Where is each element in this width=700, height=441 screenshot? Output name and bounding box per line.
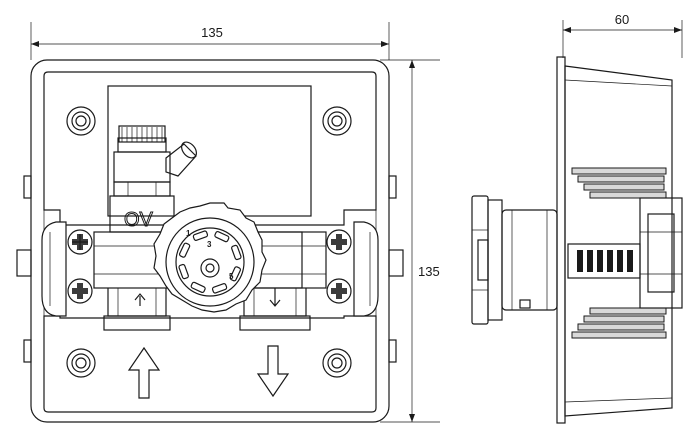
phillips-screw — [326, 229, 352, 255]
phillips-screw — [326, 278, 352, 304]
side-view: 60 — [471, 12, 683, 424]
upper-frame — [43, 71, 377, 226]
front-flange — [556, 56, 566, 424]
width-label: 135 — [201, 25, 223, 40]
side-tab — [388, 175, 397, 199]
side-tab — [23, 175, 32, 199]
depth-label: 60 — [615, 12, 629, 27]
flow-arrow-small-down — [269, 288, 281, 307]
hex-nut — [113, 181, 171, 197]
valve-neck — [113, 151, 171, 183]
vent-slots — [567, 243, 641, 279]
knob-label-3: 3 — [207, 240, 212, 249]
side-tab — [23, 339, 32, 363]
phillips-screw — [67, 229, 93, 255]
knob-grip — [471, 195, 489, 325]
box-body — [564, 65, 673, 417]
bleed-nozzle — [165, 143, 197, 177]
side-tab — [388, 339, 397, 363]
knob-rim — [487, 199, 503, 321]
left-clamp — [41, 221, 67, 317]
flow-arrow-up — [127, 346, 161, 399]
right-clamp — [353, 221, 379, 317]
knob-label-1: 1 — [186, 229, 191, 238]
corner-screw — [322, 348, 352, 378]
corner-screw — [66, 106, 96, 136]
side-tab — [388, 249, 404, 277]
bottom-fins — [571, 307, 667, 339]
knurl — [118, 125, 166, 143]
flow-arrow-down — [256, 345, 290, 398]
width-dimension: 135 — [30, 22, 390, 60]
side-tab — [16, 249, 32, 277]
front-view: 135 135 — [16, 22, 440, 423]
depth-dimension: 60 — [562, 12, 683, 58]
height-dimension: 135 — [380, 59, 440, 423]
corner-screw — [66, 348, 96, 378]
outer-housing — [30, 59, 390, 423]
top-fins — [571, 167, 667, 199]
valve-collar — [109, 195, 175, 233]
lower-frame — [43, 315, 377, 413]
selector-knob[interactable]: 1 3 5 — [153, 202, 267, 313]
flow-arrow-small-up — [134, 293, 146, 306]
knob-profile[interactable] — [501, 209, 558, 311]
corner-screw — [322, 106, 352, 136]
brand-logo: OV — [124, 209, 154, 231]
height-label: 135 — [418, 264, 440, 279]
phillips-screw — [67, 278, 93, 304]
knob-label-5: 5 — [229, 272, 234, 281]
left-outlet — [107, 288, 167, 317]
